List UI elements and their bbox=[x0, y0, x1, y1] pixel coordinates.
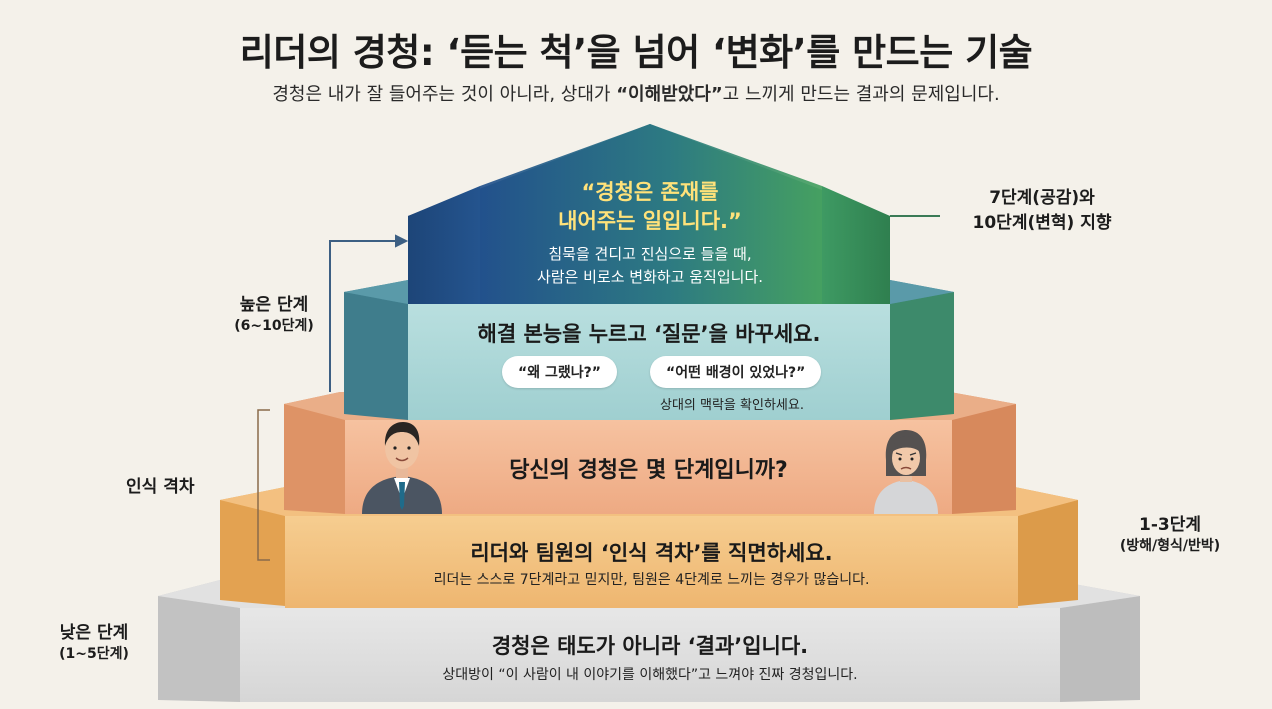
gap-subtext: 리더는 스스로 7단계라고 믿지만, 팀원은 4단계로 느끼는 경우가 많습니다… bbox=[433, 572, 870, 588]
top-roof bbox=[408, 124, 890, 304]
base-heading: 경청은 태도가 아니라 ‘결과’입니다. bbox=[491, 634, 809, 658]
top-quote: “경청은 존재를 내어주는 일입니다.” bbox=[480, 178, 820, 236]
subtitle-post: 고 느끼게 만드는 결과의 문제입니다. bbox=[722, 84, 1000, 105]
team-member-figure-icon bbox=[874, 430, 938, 514]
top-subtext: 침묵을 견디고 진심으로 들을 때, 사람은 비로소 변화하고 움직입니다. bbox=[480, 243, 820, 289]
low-level-range: (1~5단계) bbox=[59, 646, 129, 662]
top-sub-line2: 사람은 비로소 변화하고 움직입니다. bbox=[536, 268, 764, 286]
question-note: 상대의 맥락을 확인하세요. bbox=[660, 398, 804, 413]
question-heading: 해결 본능을 누르고 ‘질문’을 바꾸세요. bbox=[477, 322, 821, 346]
subtitle-emphasis: “이해받았다” bbox=[616, 84, 723, 105]
top-sub-line1: 침묵을 견디고 진심으로 들을 때, bbox=[548, 245, 752, 263]
target-line2: 10단계(변혁) 지향 bbox=[972, 213, 1112, 233]
base-subtext: 상대방이 “이 사람이 내 이야기를 이해했다”고 느껴야 진짜 경청입니다. bbox=[442, 667, 858, 683]
low-range-right-types: (방해/형식/반박) bbox=[1119, 538, 1221, 554]
high-level-title: 높은 단계 bbox=[239, 295, 309, 315]
target-line1: 7단계(공감)와 bbox=[989, 188, 1095, 208]
high-level-arrow bbox=[329, 234, 409, 392]
gap-bracket bbox=[257, 409, 270, 561]
low-level-title: 낮은 단계 bbox=[59, 623, 129, 643]
low-level-label: 낮은 단계 (1~5단계) bbox=[42, 618, 146, 663]
page-subtitle: 경청은 내가 잘 들어주는 것이 아니라, 상대가 “이해받았다”고 느끼게 만… bbox=[0, 80, 1272, 106]
high-level-range: (6~10단계) bbox=[234, 318, 314, 334]
top-quote-line2: 내어주는 일입니다.” bbox=[558, 209, 742, 233]
low-range-right-label: 1-3단계 (방해/형식/반박) bbox=[1090, 510, 1250, 555]
gap-label: 인식 격차 bbox=[126, 477, 195, 497]
leader-figure-icon bbox=[362, 422, 442, 514]
gap-heading: 리더와 팀원의 ‘인식 격차’를 직면하세요. bbox=[470, 541, 833, 565]
speech-bubble-background: “어떤 배경이 있었나?” bbox=[650, 356, 822, 388]
high-level-label: 높은 단계 (6~10단계) bbox=[222, 290, 326, 335]
speech-bubble-why: “왜 그랬나?” bbox=[502, 356, 617, 388]
top-quote-line1: “경청은 존재를 bbox=[581, 180, 719, 204]
target-label: 7단계(공감)와 10단계(변혁) 지향 bbox=[942, 186, 1142, 236]
page-title: 리더의 경청: ‘듣는 척’을 넘어 ‘변화’를 만드는 기술 bbox=[239, 31, 1033, 74]
level-heading: 당신의 경청은 몇 단계입니까? bbox=[509, 458, 788, 483]
subtitle-pre: 경청은 내가 잘 들어주는 것이 아니라, 상대가 bbox=[272, 84, 617, 105]
low-range-right-title: 1-3단계 bbox=[1139, 515, 1201, 535]
